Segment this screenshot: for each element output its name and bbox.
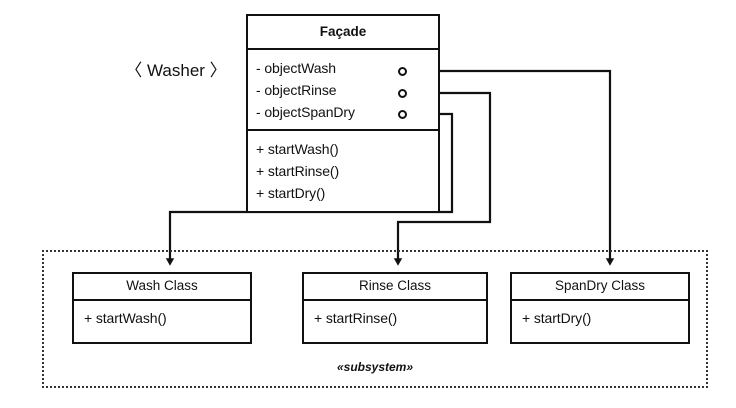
class-name-spandry: SpanDry Class	[512, 274, 688, 301]
operation-row: + startDry()	[522, 310, 592, 326]
class-name-wash: Wash Class	[74, 274, 250, 301]
association-objectrinse-to-rinse	[393, 91, 492, 266]
class-name-rinse: Rinse Class	[304, 274, 486, 301]
operation-row: + startWash()	[256, 141, 339, 157]
operation-row: + startWash()	[84, 310, 167, 326]
attribute-row: - objectSpanDry	[256, 104, 355, 120]
operations-compartment-facade: + startWash() + startRinse() + startDry(…	[248, 129, 438, 210]
association-objectwash-to-spandry	[410, 69, 615, 266]
operation-row: + startDry()	[256, 185, 326, 201]
operation-row: + startRinse()	[314, 310, 398, 326]
operations-compartment-wash: + startWash()	[74, 301, 250, 328]
association-end-circle-objectrinse	[398, 89, 407, 98]
class-box-wash[interactable]: Wash Class + startWash()	[72, 272, 252, 344]
operation-row: + startRinse()	[256, 163, 340, 179]
subsystem-stereotype-label: «subsystem»	[336, 360, 414, 374]
washer-context-label: 〈 Washer 〉	[125, 61, 227, 80]
class-box-spandry[interactable]: SpanDry Class + startDry()	[510, 272, 690, 344]
operations-compartment-spandry: + startDry()	[512, 301, 688, 328]
association-end-circle-objectwash	[398, 67, 407, 76]
class-box-facade[interactable]: Façade - objectWash - objectRinse - obje…	[246, 14, 440, 213]
association-end-circle-objectspandry	[398, 110, 407, 119]
subsystem-boundary	[42, 250, 708, 388]
operations-compartment-rinse: + startRinse()	[304, 301, 486, 328]
attribute-row: - objectWash	[256, 60, 336, 76]
attribute-row: - objectRinse	[256, 82, 337, 98]
attributes-compartment-facade: - objectWash - objectRinse - objectSpanD…	[248, 50, 438, 129]
class-box-rinse[interactable]: Rinse Class + startRinse()	[302, 272, 488, 344]
class-name-facade: Façade	[248, 16, 438, 50]
